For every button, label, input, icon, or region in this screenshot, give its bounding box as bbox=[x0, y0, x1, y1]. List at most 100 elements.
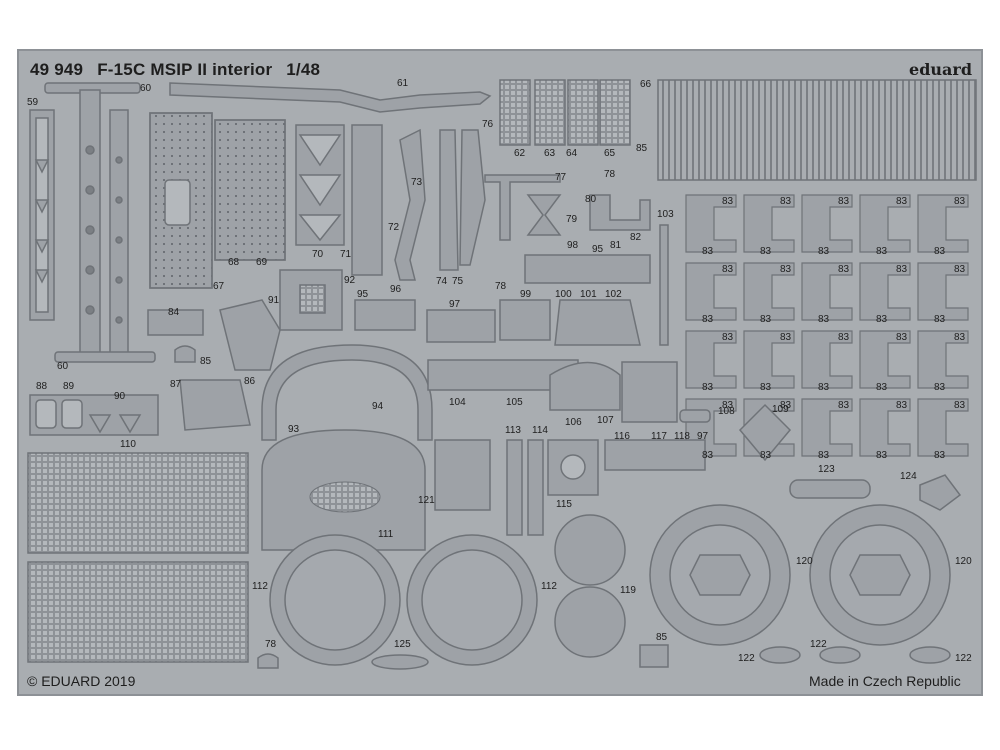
part-number: 83 bbox=[876, 450, 888, 461]
part-number: 83 bbox=[838, 332, 850, 343]
part-number: 83 bbox=[876, 246, 888, 257]
part-number: 66 bbox=[640, 79, 652, 90]
part-number: 101 bbox=[580, 289, 597, 300]
part-number: 76 bbox=[482, 119, 494, 130]
part-number: 83 bbox=[722, 332, 734, 343]
part-number: 83 bbox=[702, 450, 714, 461]
part-125 bbox=[371, 654, 429, 670]
part-109 bbox=[738, 403, 792, 462]
part-number: 83 bbox=[934, 314, 946, 325]
part-number: 100 bbox=[555, 289, 572, 300]
part-number: 95 bbox=[357, 289, 369, 300]
part-number: 85 bbox=[656, 632, 668, 643]
part-number: 115 bbox=[556, 499, 572, 510]
part-number: 119 bbox=[620, 585, 636, 596]
part-number: 83 bbox=[722, 264, 734, 275]
part-83-bracket bbox=[801, 262, 853, 321]
part-number: 117 bbox=[651, 431, 667, 442]
part-number: 83 bbox=[954, 332, 966, 343]
part-number: 59 bbox=[27, 97, 39, 108]
part-number: 105 bbox=[506, 397, 523, 408]
part-number: 83 bbox=[934, 382, 946, 393]
part-121 bbox=[434, 439, 491, 511]
part-number: 89 bbox=[63, 381, 75, 392]
part-number: 83 bbox=[896, 400, 908, 411]
part-83-bracket bbox=[917, 262, 969, 321]
part-number: 122 bbox=[810, 639, 827, 650]
part-93-94 bbox=[261, 344, 433, 441]
part-number: 83 bbox=[702, 246, 714, 257]
parts-79-82 bbox=[526, 194, 651, 236]
part-number: 125 bbox=[394, 639, 411, 650]
part-number: 95 bbox=[592, 244, 604, 255]
part-number: 108 bbox=[718, 406, 735, 417]
part-number: 83 bbox=[702, 382, 714, 393]
part-number: 111 bbox=[378, 529, 394, 540]
parts-113-118 bbox=[506, 439, 706, 536]
part-number: 112 bbox=[252, 581, 268, 592]
part-number: 83 bbox=[818, 382, 830, 393]
part-122 bbox=[759, 646, 951, 664]
part-number: 83 bbox=[780, 264, 792, 275]
part-number: 77 bbox=[555, 172, 567, 183]
part-number: 60 bbox=[140, 83, 152, 94]
part-number: 97 bbox=[449, 299, 461, 310]
part-number: 83 bbox=[896, 332, 908, 343]
part-number: 122 bbox=[738, 653, 755, 664]
part-number: 60 bbox=[57, 361, 69, 372]
part-number: 85 bbox=[636, 143, 648, 154]
parts-62-65 bbox=[499, 79, 631, 146]
part-number: 72 bbox=[388, 222, 400, 233]
part-number: 83 bbox=[876, 314, 888, 325]
part-59 bbox=[29, 109, 55, 321]
part-number: 65 bbox=[604, 148, 616, 159]
part-78-small bbox=[257, 653, 279, 669]
part-83-bracket bbox=[859, 194, 911, 253]
part-number: 94 bbox=[372, 401, 384, 412]
part-83-bracket bbox=[685, 330, 737, 389]
part-85-small bbox=[639, 644, 669, 668]
part-number: 83 bbox=[838, 400, 850, 411]
part-83-bracket bbox=[801, 330, 853, 389]
part-number: 114 bbox=[532, 425, 548, 436]
parts-123-124 bbox=[789, 474, 962, 511]
part-number: 83 bbox=[896, 264, 908, 275]
part-112-discs bbox=[269, 534, 538, 666]
part-number: 83 bbox=[760, 382, 772, 393]
part-number: 87 bbox=[170, 379, 182, 390]
part-number: 83 bbox=[780, 400, 792, 411]
part-83-bracket bbox=[917, 398, 969, 457]
part-106 bbox=[549, 361, 621, 411]
part-number: 113 bbox=[505, 425, 521, 436]
part-number: 83 bbox=[780, 196, 792, 207]
part-108 bbox=[679, 409, 711, 423]
parts-95-102 bbox=[354, 254, 651, 346]
part-number: 106 bbox=[565, 417, 582, 428]
part-number: 109 bbox=[772, 404, 789, 415]
part-number: 120 bbox=[955, 556, 972, 567]
part-83-bracket bbox=[685, 194, 737, 253]
part-number: 71 bbox=[340, 249, 352, 260]
part-number: 64 bbox=[566, 148, 578, 159]
part-number: 112 bbox=[541, 581, 557, 592]
part-number: 97 bbox=[697, 431, 709, 442]
part-number: 83 bbox=[760, 450, 772, 461]
part-number: 68 bbox=[228, 257, 240, 268]
part-number: 88 bbox=[36, 381, 48, 392]
part-83-bracket bbox=[859, 330, 911, 389]
catalog-number: 49 949 bbox=[30, 60, 84, 79]
part-number: 116 bbox=[614, 431, 630, 442]
parts-74-76 bbox=[439, 129, 486, 271]
part-number: 118 bbox=[674, 431, 690, 442]
part-number: 83 bbox=[722, 400, 734, 411]
part-111-mesh bbox=[309, 481, 381, 513]
part-83-bracket bbox=[801, 398, 853, 457]
part-number: 74 bbox=[436, 276, 448, 287]
part-number: 122 bbox=[955, 653, 972, 664]
part-83-bracket bbox=[743, 262, 795, 321]
part-77 bbox=[484, 174, 561, 241]
product-title: F-15C MSIP II interior bbox=[97, 60, 273, 79]
part-number: 124 bbox=[900, 471, 917, 482]
